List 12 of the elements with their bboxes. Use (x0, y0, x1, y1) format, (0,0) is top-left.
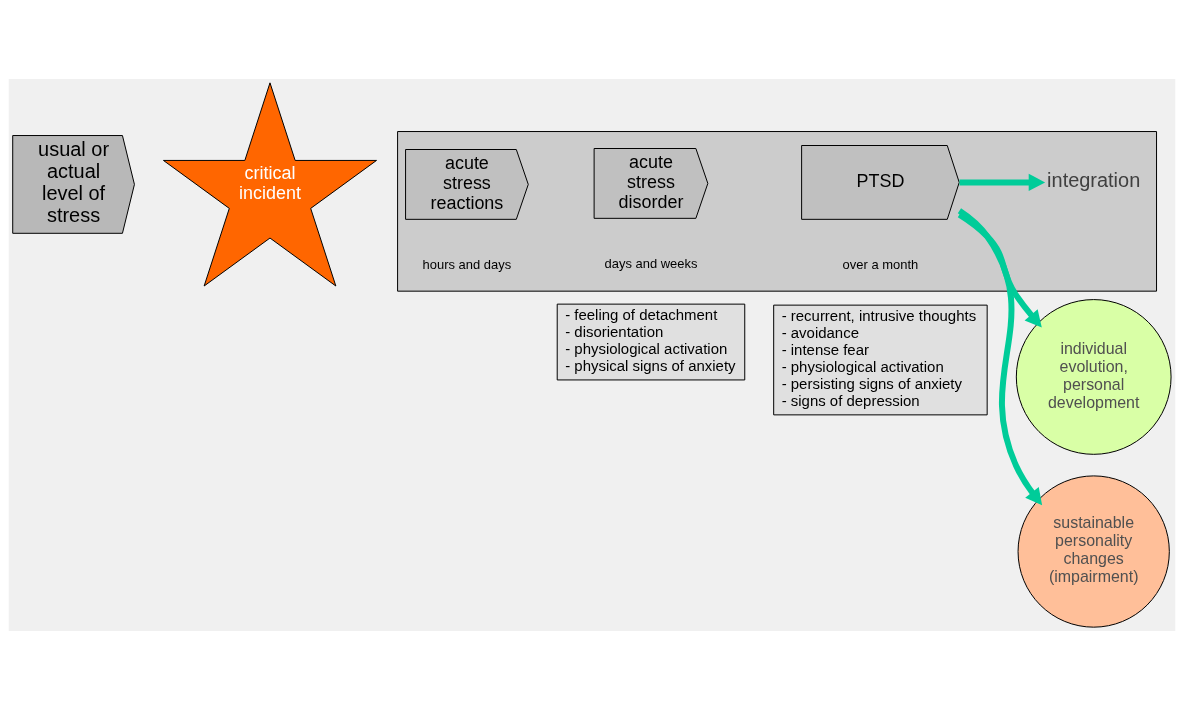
node-circle: individual evolution, personal development (1015, 298, 1172, 455)
arrow (957, 211, 1042, 327)
node-box: - feeling of detachment - disorientation - physiological activation - physical signs of anxiety (556, 303, 746, 380)
cluster (397, 130, 1158, 292)
arrow (957, 207, 1043, 505)
node-label: over a month (842, 256, 919, 272)
node-label: days and weeks (604, 255, 698, 271)
node-label: hours and days (422, 256, 512, 272)
node-box: - recurrent, intrusive thoughts - avoidance - intense fear - physiological activation - persisting signs of anxiety - signs of depression (773, 304, 988, 415)
node-circle: sustainable personality changes (impairment) (1017, 474, 1170, 628)
node-text: integration (1047, 168, 1141, 191)
arrow (959, 173, 1046, 191)
